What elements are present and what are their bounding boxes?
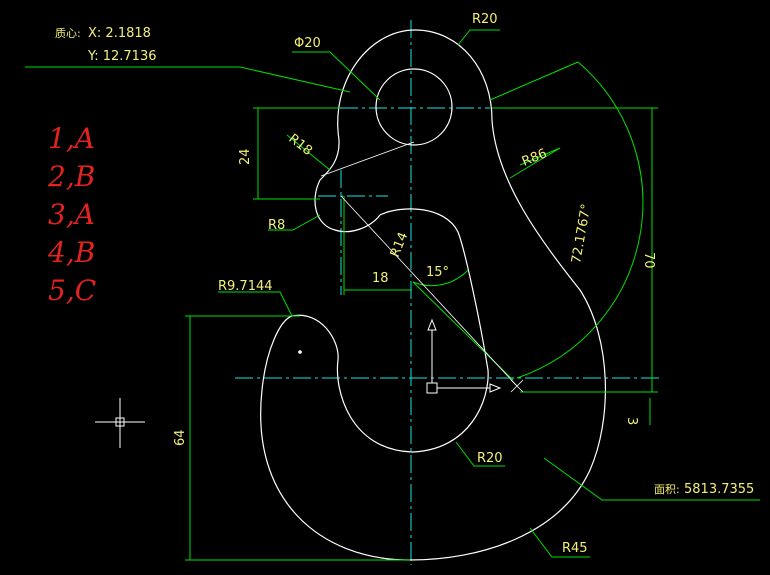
r45-leader [529, 527, 590, 558]
centroid-y-value: Y: 12.7136 [87, 49, 157, 64]
dimension-lines [25, 29, 760, 561]
phi20-leader [292, 51, 381, 101]
dim-64: 64 [173, 429, 188, 446]
angle-72-ray [489, 61, 579, 101]
answer-5: 5,C [48, 274, 96, 307]
crosshair-cursor-icon[interactable] [95, 398, 145, 448]
angle-72-arc [516, 61, 644, 379]
r8-leader [268, 214, 321, 231]
answer-2: 2,B [47, 160, 95, 193]
r20-bottom-leader [455, 441, 505, 467]
answer-4: 4,B [47, 236, 95, 269]
dim-70: 70 [641, 252, 656, 269]
dim-phi20: Φ20 [294, 36, 321, 51]
angle-15-arc [412, 269, 469, 287]
centroid-x-value: X: 2.1818 [88, 26, 151, 41]
area-annotation: 面积: 5813.7355 [654, 482, 754, 497]
dim-r20-top: R20 [472, 12, 498, 27]
r86-leader [509, 147, 561, 179]
answer-list: 1,A 2,B 3,A 4,B 5,C [47, 122, 96, 307]
centroid-leader [25, 66, 351, 93]
dim-24: 24 [238, 148, 253, 165]
dim-r9: R9.7144 [218, 279, 273, 294]
area-leader [543, 457, 760, 501]
radial-line [340, 195, 518, 387]
dim-r8: R8 [268, 218, 285, 233]
r18-leader [286, 134, 331, 171]
dim-3: 3 [624, 417, 639, 425]
answer-3: 3,A [48, 198, 95, 231]
hook-profile [260, 29, 606, 561]
dim-angle-72: 72.1767° [569, 203, 594, 265]
dim-r20-bottom: R20 [477, 451, 503, 466]
centroid-annotation: 质心: X: 2.1818 Y: 12.7136 [55, 26, 157, 64]
top-hole-circle [375, 68, 453, 146]
area-label: 面积: [654, 483, 680, 496]
construction-lines [320, 141, 524, 393]
tip-point [298, 350, 302, 354]
answer-1: 1,A [48, 122, 95, 155]
x-mark-b [510, 379, 524, 393]
area-value: 5813.7355 [684, 482, 754, 497]
dim-angle-15: 15° [426, 265, 449, 280]
r20-top-leader [457, 29, 500, 46]
hook-outline [260, 29, 606, 561]
dim-18: 18 [372, 271, 389, 286]
dim-r45: R45 [562, 541, 588, 556]
centroid-label: 质心: [55, 27, 81, 40]
tangent-line [320, 141, 415, 177]
dim-r14: R14 [388, 230, 411, 259]
ucs-axis-icon [426, 318, 502, 394]
dim-r86: R86 [520, 146, 549, 169]
r9-leader [218, 291, 293, 317]
center-lines [235, 20, 660, 565]
